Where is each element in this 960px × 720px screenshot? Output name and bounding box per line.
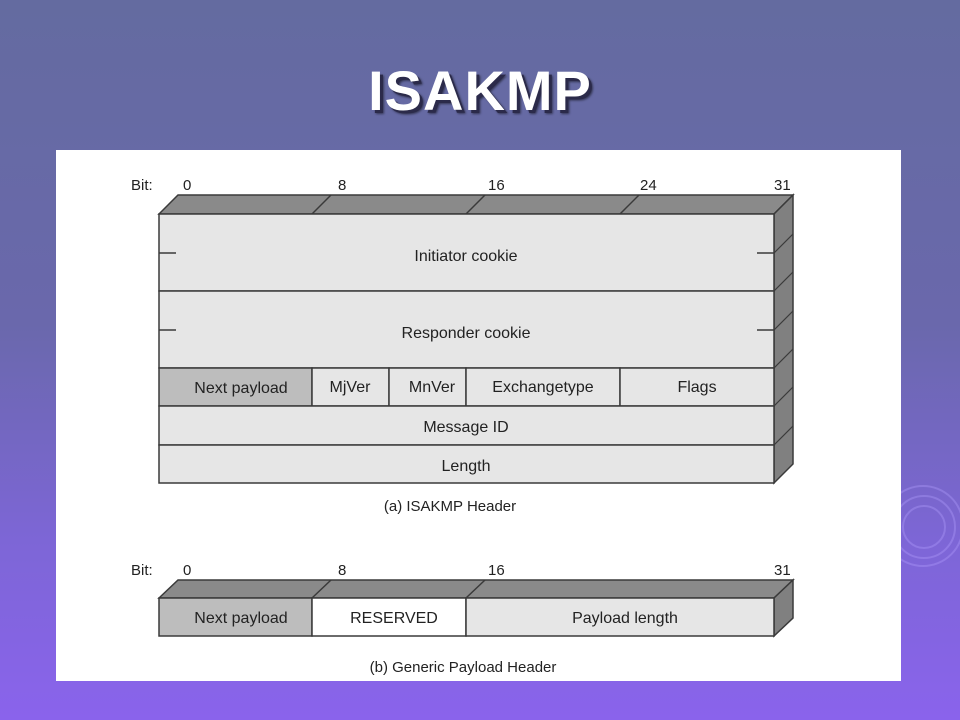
next-payload-cell (158, 597, 313, 637)
reserved-label: RESERVED (350, 610, 438, 627)
bit-tick-24: 24 (640, 177, 657, 194)
bit-tick-31: 31 (774, 562, 791, 579)
slide-title: ISAKMP (368, 59, 592, 122)
initiator-cookie-cell (158, 213, 775, 292)
length-cell (158, 444, 775, 484)
bit-label: Bit: (131, 562, 153, 579)
side-face (773, 193, 794, 485)
exchange-type-label: Exchangetype (492, 379, 594, 396)
flags-label: Flags (677, 379, 716, 396)
isakmp-header-figure: Bit: 0 8 16 24 31 Initiator cookie (131, 177, 795, 515)
responder-cookie-cell (158, 290, 775, 369)
flags-cell (619, 367, 775, 407)
next-payload-cell (158, 367, 313, 407)
bit-tick-8: 8 (338, 562, 346, 579)
reserved-cell (311, 597, 467, 637)
length-label: Length (442, 458, 491, 475)
bit-tick-0: 0 (183, 177, 191, 194)
bit-tick-0: 0 (183, 562, 191, 579)
next-payload-label: Next payload (194, 380, 287, 397)
message-id-label: Message ID (423, 419, 508, 436)
generic-payload-header-figure: Bit: 0 8 16 31 Next payload RESERVED Pay… (131, 562, 795, 676)
message-id-cell (158, 405, 775, 446)
mjver-label: MjVer (330, 379, 372, 396)
responder-cookie-label: Responder cookie (402, 325, 531, 342)
payload-length-label: Payload length (572, 610, 678, 627)
initiator-cookie-label: Initiator cookie (414, 248, 517, 265)
payload-length-cell (465, 597, 775, 637)
bit-tick-31: 31 (774, 177, 791, 194)
bit-tick-16: 16 (488, 562, 505, 579)
mnver-label: MnVer (409, 379, 456, 396)
isakmp-diagram: Bit: 0 8 16 24 31 Initiator cookie (131, 177, 795, 676)
figure-a-caption: (a) ISAKMP Header (384, 498, 516, 515)
diagram-panel: Bit: 0 8 16 24 31 Initiator cookie (56, 150, 901, 681)
bit-label: Bit: (131, 177, 153, 194)
next-payload-label: Next payload (194, 610, 287, 627)
figure-b-caption: (b) Generic Payload Header (370, 659, 557, 676)
bit-tick-8: 8 (338, 177, 346, 194)
bit-tick-16: 16 (488, 177, 505, 194)
